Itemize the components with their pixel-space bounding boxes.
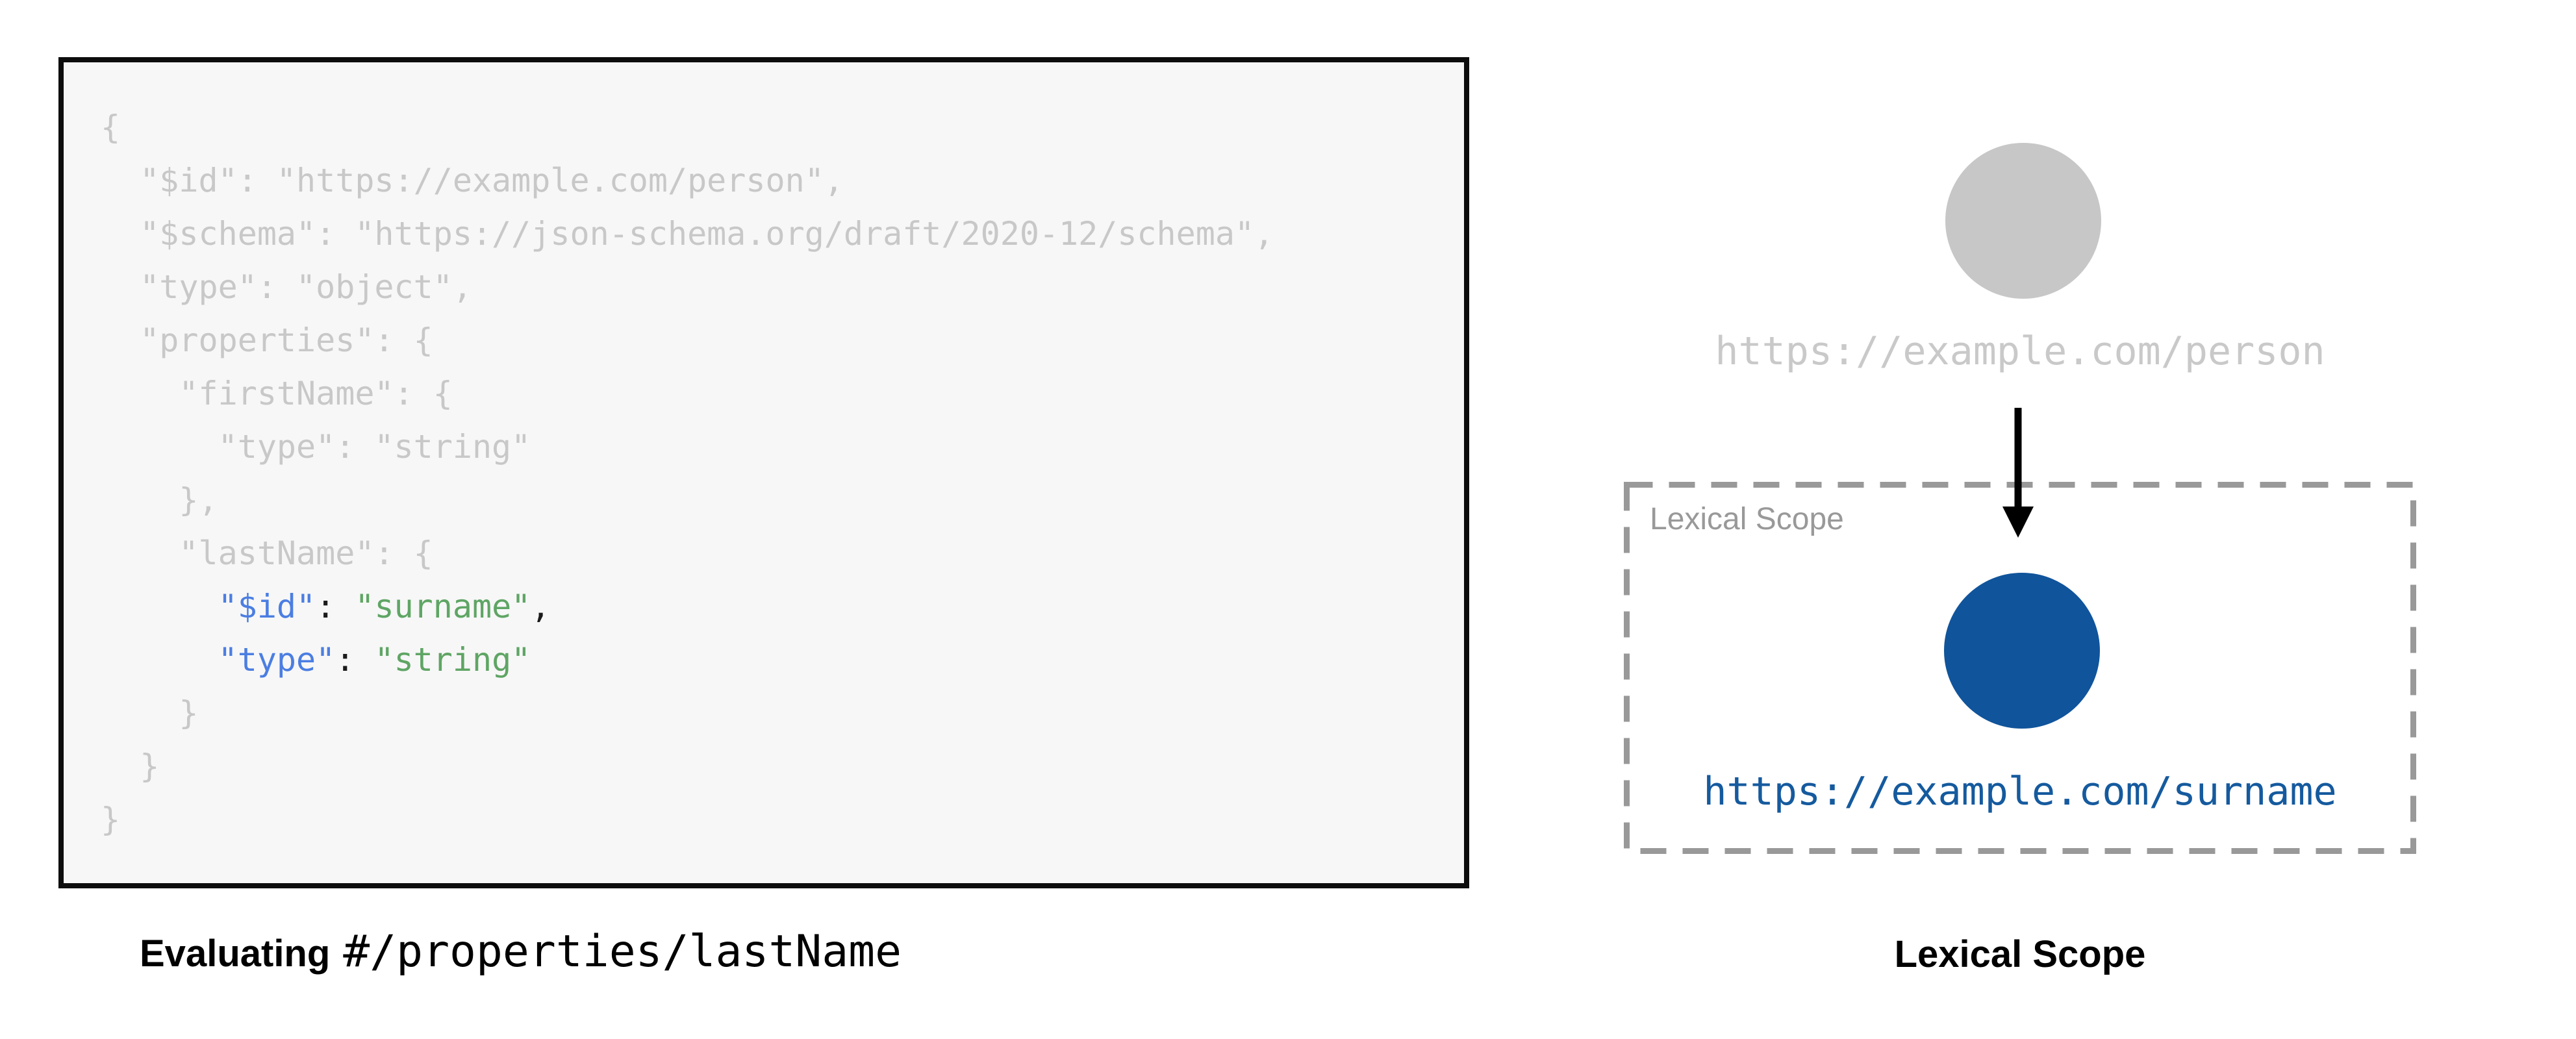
person-node-circle bbox=[1945, 143, 2101, 299]
code-line: "lastName": { bbox=[101, 534, 433, 572]
json-schema-code-panel: { "$id": "https://example.com/person", "… bbox=[58, 57, 1469, 888]
code-line: { bbox=[101, 108, 121, 146]
code-line: "$schema": "https://json-schema.org/draf… bbox=[101, 215, 1274, 253]
code-line: "$id": "surname", bbox=[218, 588, 551, 625]
code-line: "properties": { bbox=[101, 321, 433, 359]
lexical-scope-box-label: Lexical Scope bbox=[1650, 502, 1844, 536]
person-node-label: https://example.com/person bbox=[1715, 329, 2325, 374]
code-block: { "$id": "https://example.com/person", "… bbox=[64, 62, 1464, 846]
code-line: }, bbox=[101, 481, 218, 519]
code-line: } bbox=[101, 747, 160, 785]
code-line: "firstName": { bbox=[101, 375, 453, 412]
code-line: } bbox=[101, 694, 199, 732]
left-caption: Evaluating #/properties/lastName bbox=[140, 926, 902, 977]
surname-node-label: https://example.com/surname bbox=[1703, 769, 2337, 814]
code-line: "type": "string" bbox=[101, 428, 531, 466]
arrow-down-icon bbox=[2002, 408, 2034, 538]
code-line: "type": "object", bbox=[101, 268, 472, 306]
right-caption: Lexical Scope bbox=[1894, 933, 2146, 975]
code-line: "type": "string" bbox=[218, 641, 531, 679]
surname-node-circle bbox=[1944, 573, 2100, 729]
code-line: "$id": "https://example.com/person", bbox=[101, 162, 844, 199]
left-caption-word: Evaluating bbox=[140, 933, 331, 975]
code-line: } bbox=[101, 801, 121, 838]
left-caption-json-pointer: #/properties/lastName bbox=[343, 926, 902, 977]
